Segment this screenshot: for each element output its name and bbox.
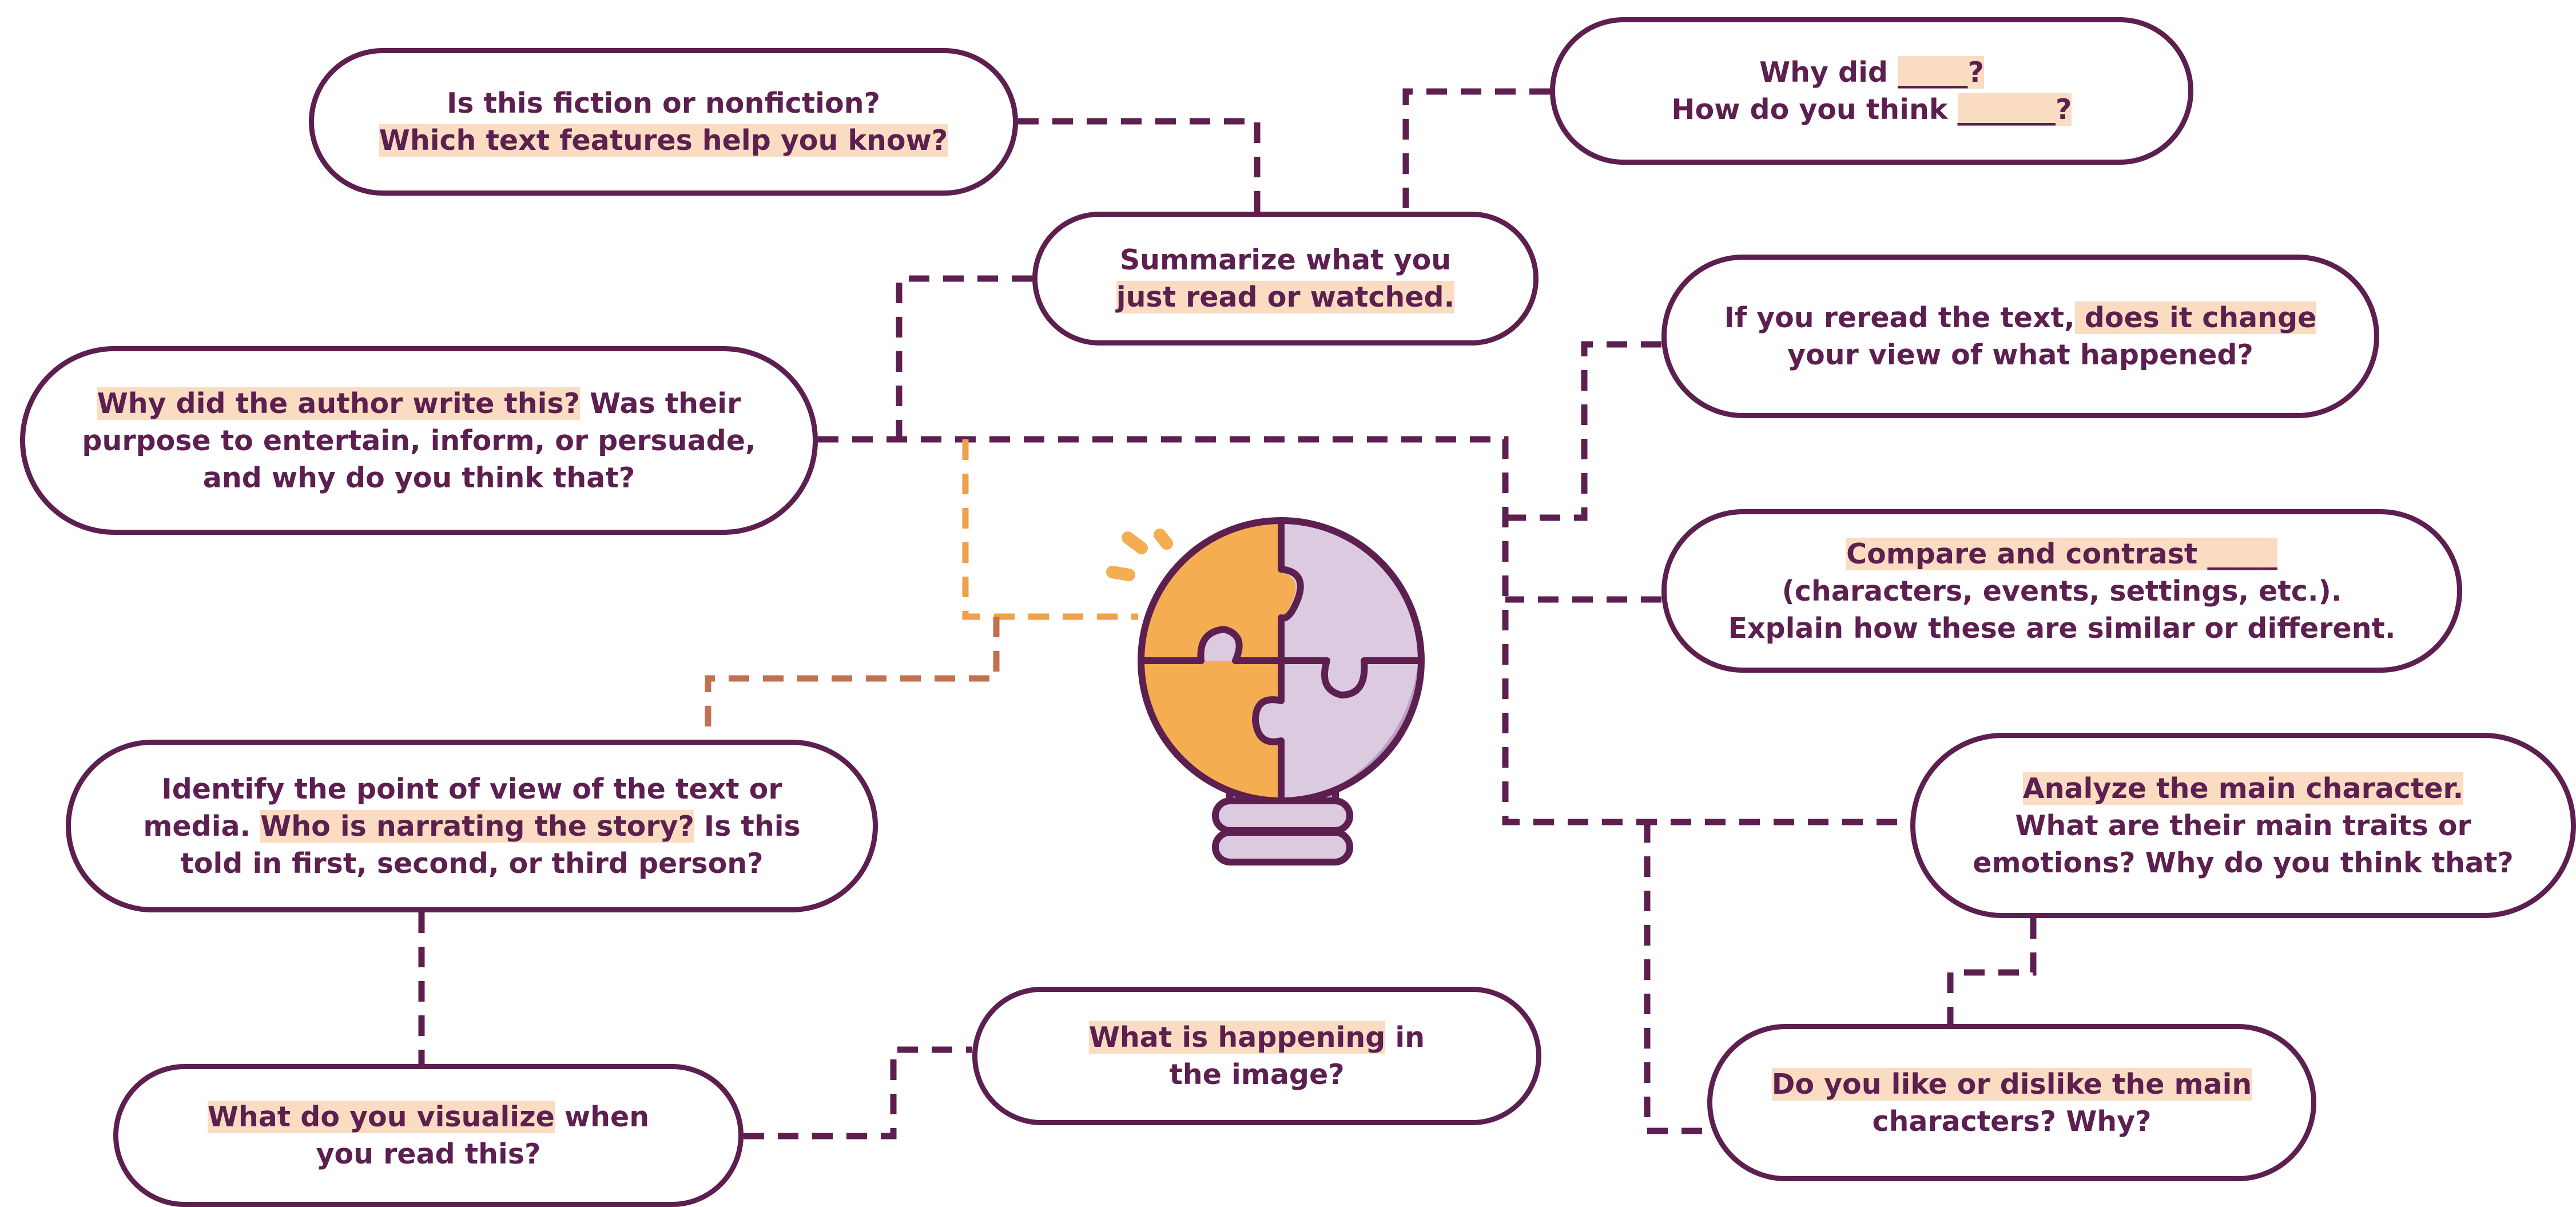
highlighted-text: just read or watched.: [1116, 281, 1455, 313]
connector-author-spine: [818, 436, 1910, 825]
node-text-line: If you reread the text, does it change: [1724, 299, 2317, 336]
node-text-line: Analyze the main character.: [2022, 770, 2464, 807]
node-text: purpose to entertain, inform, or persuad…: [82, 424, 756, 457]
node-like: Do you like or dislike the main character…: [1707, 1024, 2316, 1181]
node-text-line: Explain how these are similar or differe…: [1728, 610, 2395, 647]
node-compare: Compare and contrast _____ (characters, e…: [1661, 509, 2462, 673]
connector-analyze-like: [1947, 918, 2037, 1024]
node-text: Summarize what you: [1119, 244, 1452, 276]
connector-reread: [1505, 341, 1661, 521]
node-text-line: (characters, events, settings, etc.).: [1782, 573, 2342, 610]
node-text-line: and why do you think that?: [203, 459, 635, 497]
node-text: told in first, second, or third person?: [180, 847, 764, 880]
node-text-line: Why did the author write this? Was their: [97, 385, 741, 422]
highlighted-text: What do you visualize: [207, 1101, 555, 1133]
node-text-line: characters? Why?: [1872, 1103, 2151, 1140]
node-text-line: Summarize what you: [1120, 241, 1451, 279]
node-analyze: Analyze the main character. What are thei…: [1910, 733, 2576, 918]
node-why-did: Why did _____?How do you think _______?: [1550, 17, 2193, 165]
node-text-line: Which text features help you know?: [379, 122, 948, 159]
node-text-line: Do you like or dislike the main: [1771, 1066, 2252, 1103]
node-point-of-view: Identify the point of view of the text o…: [66, 740, 878, 912]
node-text: your view of what happened?: [1787, 339, 2253, 371]
highlighted-text: Compare and contrast _____: [1846, 537, 2277, 570]
node-text: Why did: [1759, 56, 1898, 89]
connector-visualize-happening: [744, 1046, 972, 1139]
node-text-line: What is happening in: [1088, 1019, 1425, 1056]
node-text: the image?: [1169, 1058, 1345, 1091]
connector-fiction-summarize: [1018, 118, 1261, 212]
node-text-line: media. Who is narrating the story? Is th…: [143, 808, 801, 845]
node-text: Is this: [694, 809, 801, 843]
node-text: and why do you think that?: [202, 461, 635, 494]
node-text: Was their: [580, 387, 741, 420]
highlighted-text: Who is narrating the story?: [260, 809, 694, 843]
node-text: How do you think: [1671, 93, 1958, 126]
node-text: media.: [143, 809, 261, 843]
node-text: Identify the point of view of the text o…: [161, 772, 782, 805]
highlighted-text: Do you like or dislike the main: [1771, 1067, 2252, 1101]
node-text-line: you read this?: [316, 1135, 541, 1173]
node-text: in: [1385, 1021, 1425, 1054]
node-text-line: the image?: [1169, 1056, 1344, 1093]
node-text: Is this fiction or nonfiction?: [447, 87, 880, 120]
node-text: emotions? Why do you think that?: [1973, 846, 2514, 879]
connector-author-bulb: [962, 439, 1138, 620]
node-text: (characters, events, settings, etc.).: [1782, 574, 2342, 608]
node-summarize: Summarize what you just read or watched.: [1032, 212, 1539, 346]
node-author: Why did the author write this? Was their…: [20, 346, 818, 535]
node-text-line: emotions? Why do you think that?: [1973, 844, 2514, 882]
highlighted-text: _____?: [1898, 56, 1984, 89]
node-text-line: purpose to entertain, inform, or persuad…: [82, 422, 756, 459]
node-text-line: told in first, second, or third person?: [180, 845, 763, 882]
node-text-line: What do you visualize when: [207, 1098, 650, 1135]
node-text-line: Identify the point of view of the text o…: [161, 771, 782, 808]
node-text: when: [554, 1101, 650, 1133]
highlighted-text: Why did the author write this?: [97, 387, 581, 420]
highlighted-text: What is happening: [1088, 1021, 1386, 1054]
node-text-line: How do you think _______?: [1672, 91, 2072, 128]
node-fiction: Is this fiction or nonfiction? Which text…: [309, 48, 1018, 196]
connector-like: [1644, 822, 1707, 1134]
node-text-line: Compare and contrast _____: [1846, 535, 2277, 573]
spark-icon: [1106, 529, 1173, 581]
highlighted-text: Analyze the main character.: [2022, 772, 2464, 805]
node-text-line: your view of what happened?: [1787, 336, 2253, 374]
node-text: If you reread the text,: [1724, 301, 2075, 334]
lightbulb-puzzle-icon: [1106, 517, 1425, 865]
highlighted-text: _______?: [1957, 93, 2072, 126]
node-text: What are their main traits or: [2015, 809, 2471, 842]
node-text-line: What are their main traits or: [2015, 807, 2471, 844]
node-text-line: Why did _____?: [1759, 54, 1984, 91]
node-text: Explain how these are similar or differe…: [1728, 612, 2396, 645]
highlighted-text: Which text features help you know?: [379, 124, 948, 157]
highlighted-text: does it change: [2074, 301, 2317, 334]
connector-whydid-summarize: [1402, 88, 1550, 212]
node-text-line: Is this fiction or nonfiction?: [447, 85, 880, 122]
node-text: characters? Why?: [1872, 1105, 2152, 1138]
connector-summarize-author: [896, 275, 1032, 439]
connector-bulb-pov: [705, 617, 1000, 740]
node-text-line: just read or watched.: [1116, 279, 1455, 316]
node-text: you read this?: [316, 1138, 541, 1170]
